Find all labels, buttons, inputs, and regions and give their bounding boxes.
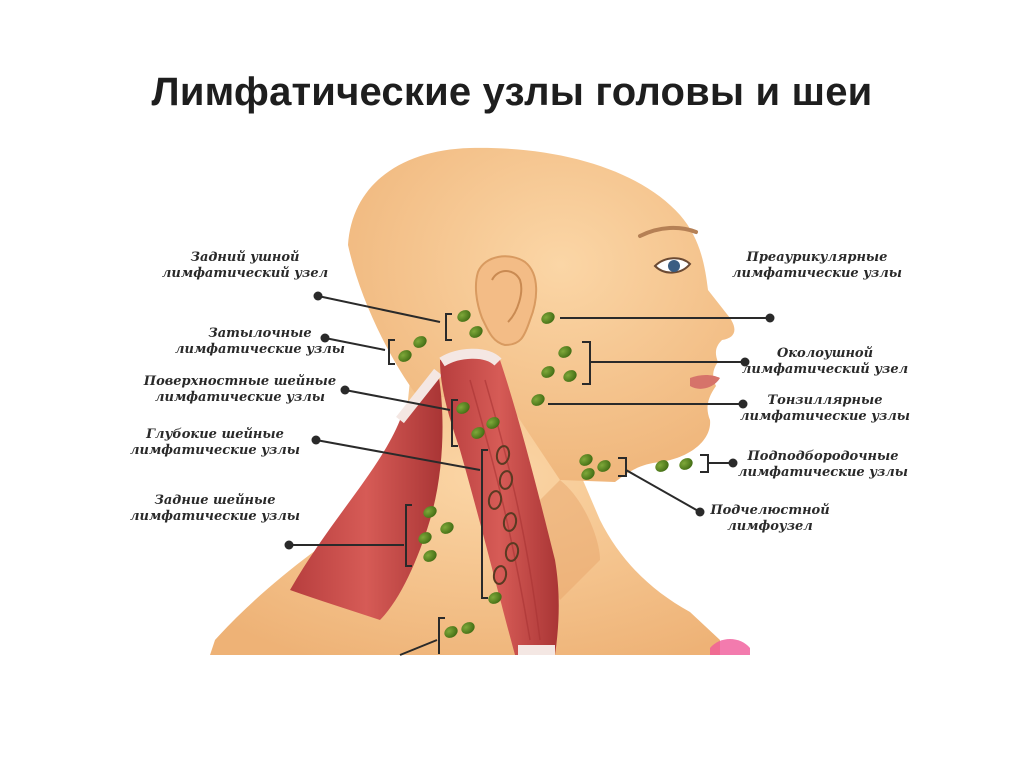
- leader-dot-posterior-cervical: [284, 540, 294, 550]
- lymph-node-17: [597, 460, 611, 472]
- lymph-node-22: [461, 622, 475, 634]
- lymph-node-4: [541, 312, 555, 324]
- lymph-node-7: [541, 366, 555, 378]
- lymph-node-20: [679, 458, 693, 470]
- bracket-submandibular: [618, 457, 627, 477]
- lymph-node-9: [456, 402, 470, 414]
- lymph-node-15: [423, 550, 437, 562]
- label-posterior-cervical: Задние шейные лимфатические узлы: [129, 493, 301, 524]
- leader-posterior-auricular: [317, 295, 441, 323]
- leader-dot-occipital: [320, 333, 330, 343]
- deep-cervical-node-4: [504, 542, 520, 562]
- lymph-node-13: [440, 522, 454, 534]
- bracket-superficial-cervical: [451, 399, 458, 447]
- leader-dot-preauricular: [765, 313, 775, 323]
- leader-lower-cervical: [399, 639, 438, 656]
- lymph-node-12: [423, 506, 437, 518]
- leader-dot-tonsillar: [738, 399, 748, 409]
- bracket-posterior-cervical: [405, 504, 412, 567]
- label-submental: Подподбородочные лимфатические узлы: [737, 449, 909, 480]
- head-skin: [348, 147, 735, 482]
- trapezius-muscle: [290, 372, 443, 620]
- lips: [690, 375, 720, 389]
- ear: [474, 255, 538, 347]
- lymph-node-1: [469, 326, 483, 338]
- eyebrow: [638, 225, 698, 238]
- label-occipital: Затылочные лимфатические узлы: [174, 326, 346, 357]
- leader-dot-submandibular: [695, 507, 705, 517]
- lymph-nodes: [398, 310, 693, 638]
- lymph-node-10: [471, 427, 485, 439]
- decor-flower: [710, 639, 750, 655]
- lymph-node-3: [413, 336, 427, 348]
- bracket-submental: [700, 454, 709, 473]
- leader-dot-submental: [728, 458, 738, 468]
- lymph-node-8: [531, 394, 545, 406]
- lymph-node-14: [418, 532, 432, 544]
- bracket-lower-cervical: [438, 617, 445, 654]
- deep-cervical-node-1: [498, 470, 514, 490]
- lymph-node-19: [655, 460, 669, 472]
- label-tonsillar: Тонзиллярные лимфатические узлы: [739, 393, 911, 424]
- deep-cervical-node-3: [502, 512, 518, 532]
- leader-dot-superficial-cervical: [340, 385, 350, 395]
- leader-superficial-cervical: [344, 389, 451, 411]
- diagram-title: Лимфатические узлы головы и шеи: [151, 70, 873, 114]
- deep-cervical-node-0: [495, 445, 511, 465]
- leader-lines: [284, 291, 775, 656]
- bracket-occipital: [388, 339, 395, 365]
- lymph-node-0: [457, 310, 471, 322]
- lymph-node-23: [488, 592, 502, 604]
- lymph-node-18: [581, 468, 595, 480]
- lymph-node-16: [579, 454, 593, 466]
- lymph-node-5: [558, 346, 572, 358]
- lymph-node-6: [563, 370, 577, 382]
- label-submandibular: Подчелюстной лимфоузел: [710, 503, 830, 534]
- lymph-node-21: [444, 626, 458, 638]
- ear-inner: [491, 270, 523, 323]
- deep-cervical-node-5: [492, 565, 508, 585]
- leader-dot-posterior-auricular: [313, 291, 323, 301]
- label-superficial-cervical: Поверхностные шейные лимфатические узлы: [143, 374, 337, 405]
- lymph-node-2: [398, 350, 412, 362]
- label-deep-cervical: Глубокие шейные лимфатические узлы: [129, 427, 301, 458]
- pupil: [668, 260, 680, 272]
- leader-dot-deep-cervical: [311, 435, 321, 445]
- label-posterior-auricular: Задний ушной лимфатический узел: [161, 250, 329, 281]
- label-preauricular: Преаурикулярные лимфатические узлы: [731, 250, 903, 281]
- bracket-deep-cervical: [481, 449, 488, 599]
- bracket-posterior-auricular: [445, 313, 452, 341]
- label-parotid: Околоушной лимфатический узел: [741, 346, 909, 377]
- lymph-node-11: [486, 417, 500, 429]
- leader-dot-parotid: [740, 357, 750, 367]
- deep-cervical-node-2: [487, 490, 503, 510]
- leader-deep-cervical: [315, 439, 481, 471]
- leader-occipital: [324, 337, 386, 351]
- leader-submandibular: [625, 469, 701, 513]
